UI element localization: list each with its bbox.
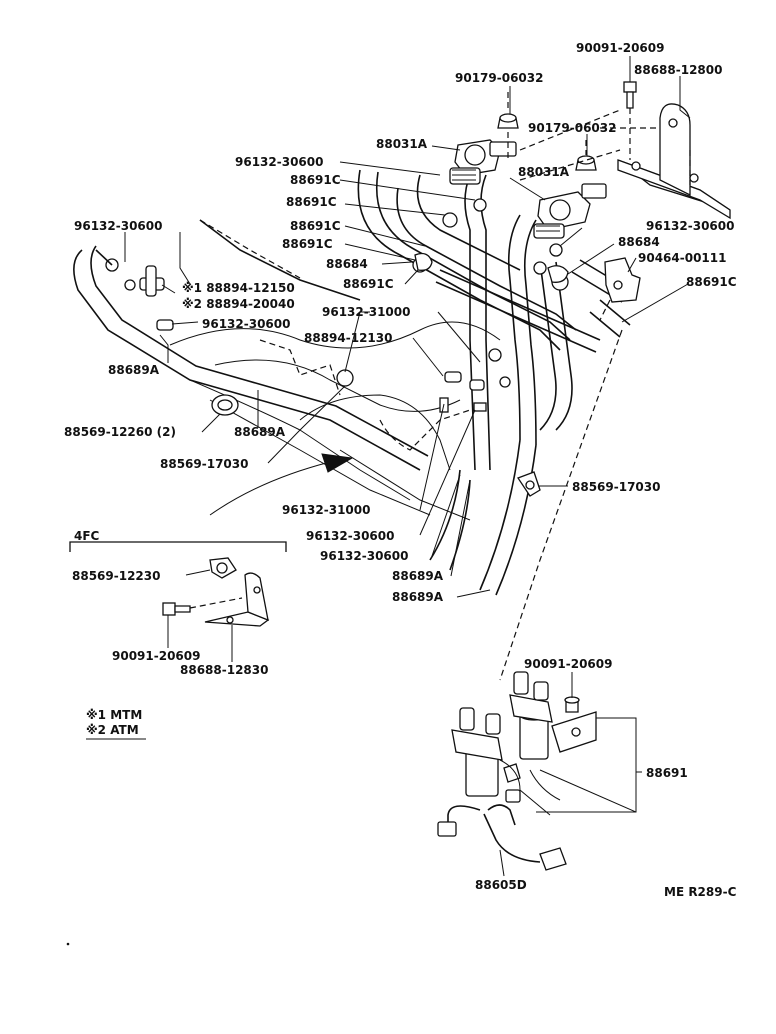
clip-90464: [604, 257, 641, 303]
wire-harness-88605D: [437, 789, 567, 871]
leader-lines: [124, 56, 691, 877]
label-88691C-a: 88691C: [290, 173, 341, 187]
label-88684-a: 88684: [618, 235, 660, 249]
nut-90179-b: [575, 155, 597, 171]
figure-code: ME R289-C: [664, 885, 737, 899]
label-88691C-f: 88691C: [686, 275, 737, 289]
inset-4fc: [69, 541, 287, 627]
label-88684-b: 88684: [326, 257, 368, 271]
label-88569-12260: 88569-12260 (2): [64, 425, 176, 439]
label-88689A-c: 88689A: [392, 569, 444, 583]
label-90179-06032-a: 90179-06032: [455, 71, 543, 85]
label-88688-12830: 88688-12830: [180, 663, 268, 677]
label-90091-20609-top: 90091-20609: [576, 41, 664, 55]
label-96132-31000-b: 96132-31000: [282, 503, 370, 517]
vsv-upper-left: [449, 139, 517, 185]
label-96132-30600-e: 96132-30600: [306, 529, 394, 543]
label-96132-30600-a: 96132-30600: [235, 155, 323, 169]
vsv-upper-right: [533, 183, 607, 239]
label-88691C-e: 88691C: [343, 277, 394, 291]
vsv-assembly-88691: [451, 671, 597, 816]
label-88689A-a: 88689A: [108, 363, 160, 377]
label-90179-06032-b: 90179-06032: [528, 121, 616, 135]
bracket-88688-12800: [617, 103, 731, 220]
bolt-90091-20609-top: [623, 81, 637, 109]
label-96132-30600-d: 96132-30600: [202, 317, 290, 331]
label-90464-00111: 90464-00111: [638, 251, 726, 265]
label-90091-20609-inset: 90091-20609: [112, 649, 200, 663]
label-96132-30600-c: 96132-30600: [646, 219, 734, 233]
nut-90179-a: [497, 113, 519, 129]
label-88691C-c: 88691C: [290, 219, 341, 233]
label-88605D: 88605D: [475, 878, 527, 892]
label-90091-20609-lower: 90091-20609: [524, 657, 612, 671]
label-88894-12150: ※1 88894-12150: [182, 281, 295, 295]
direction-arrow: [209, 453, 354, 516]
label-96132-30600-b: 96132-30600: [74, 219, 162, 233]
part-labels: 90091-20609 88688-12800 90179-06032 9017…: [64, 41, 737, 899]
label-88031A-b: 88031A: [518, 165, 570, 179]
label-88569-17030-a: 88569-17030: [160, 457, 248, 471]
label-88689A-b: 88689A: [234, 425, 286, 439]
label-4fc: 4FC: [74, 529, 100, 543]
tee-fitting: [124, 265, 165, 297]
label-88031A-a: 88031A: [376, 137, 428, 151]
label-88688-12800: 88688-12800: [634, 63, 722, 77]
label-88569-12230: 88569-12230: [72, 569, 160, 583]
clip-88569-17030: [517, 471, 541, 497]
note-mtm: ※1 MTM: [86, 708, 142, 722]
label-88569-17030-b: 88569-17030: [572, 480, 660, 494]
label-96132-31000-a: 96132-31000: [322, 305, 410, 319]
label-88691C-b: 88691C: [286, 195, 337, 209]
label-88894-20040: ※2 88894-20040: [182, 297, 295, 311]
label-88691: 88691: [646, 766, 688, 780]
label-88689A-d: 88689A: [392, 590, 444, 604]
label-96132-30600-f: 96132-30600: [320, 549, 408, 563]
label-88691C-d: 88691C: [282, 237, 333, 251]
label-88894-12130: 88894-12130: [304, 331, 392, 345]
note-atm: ※2 ATM: [86, 723, 139, 737]
